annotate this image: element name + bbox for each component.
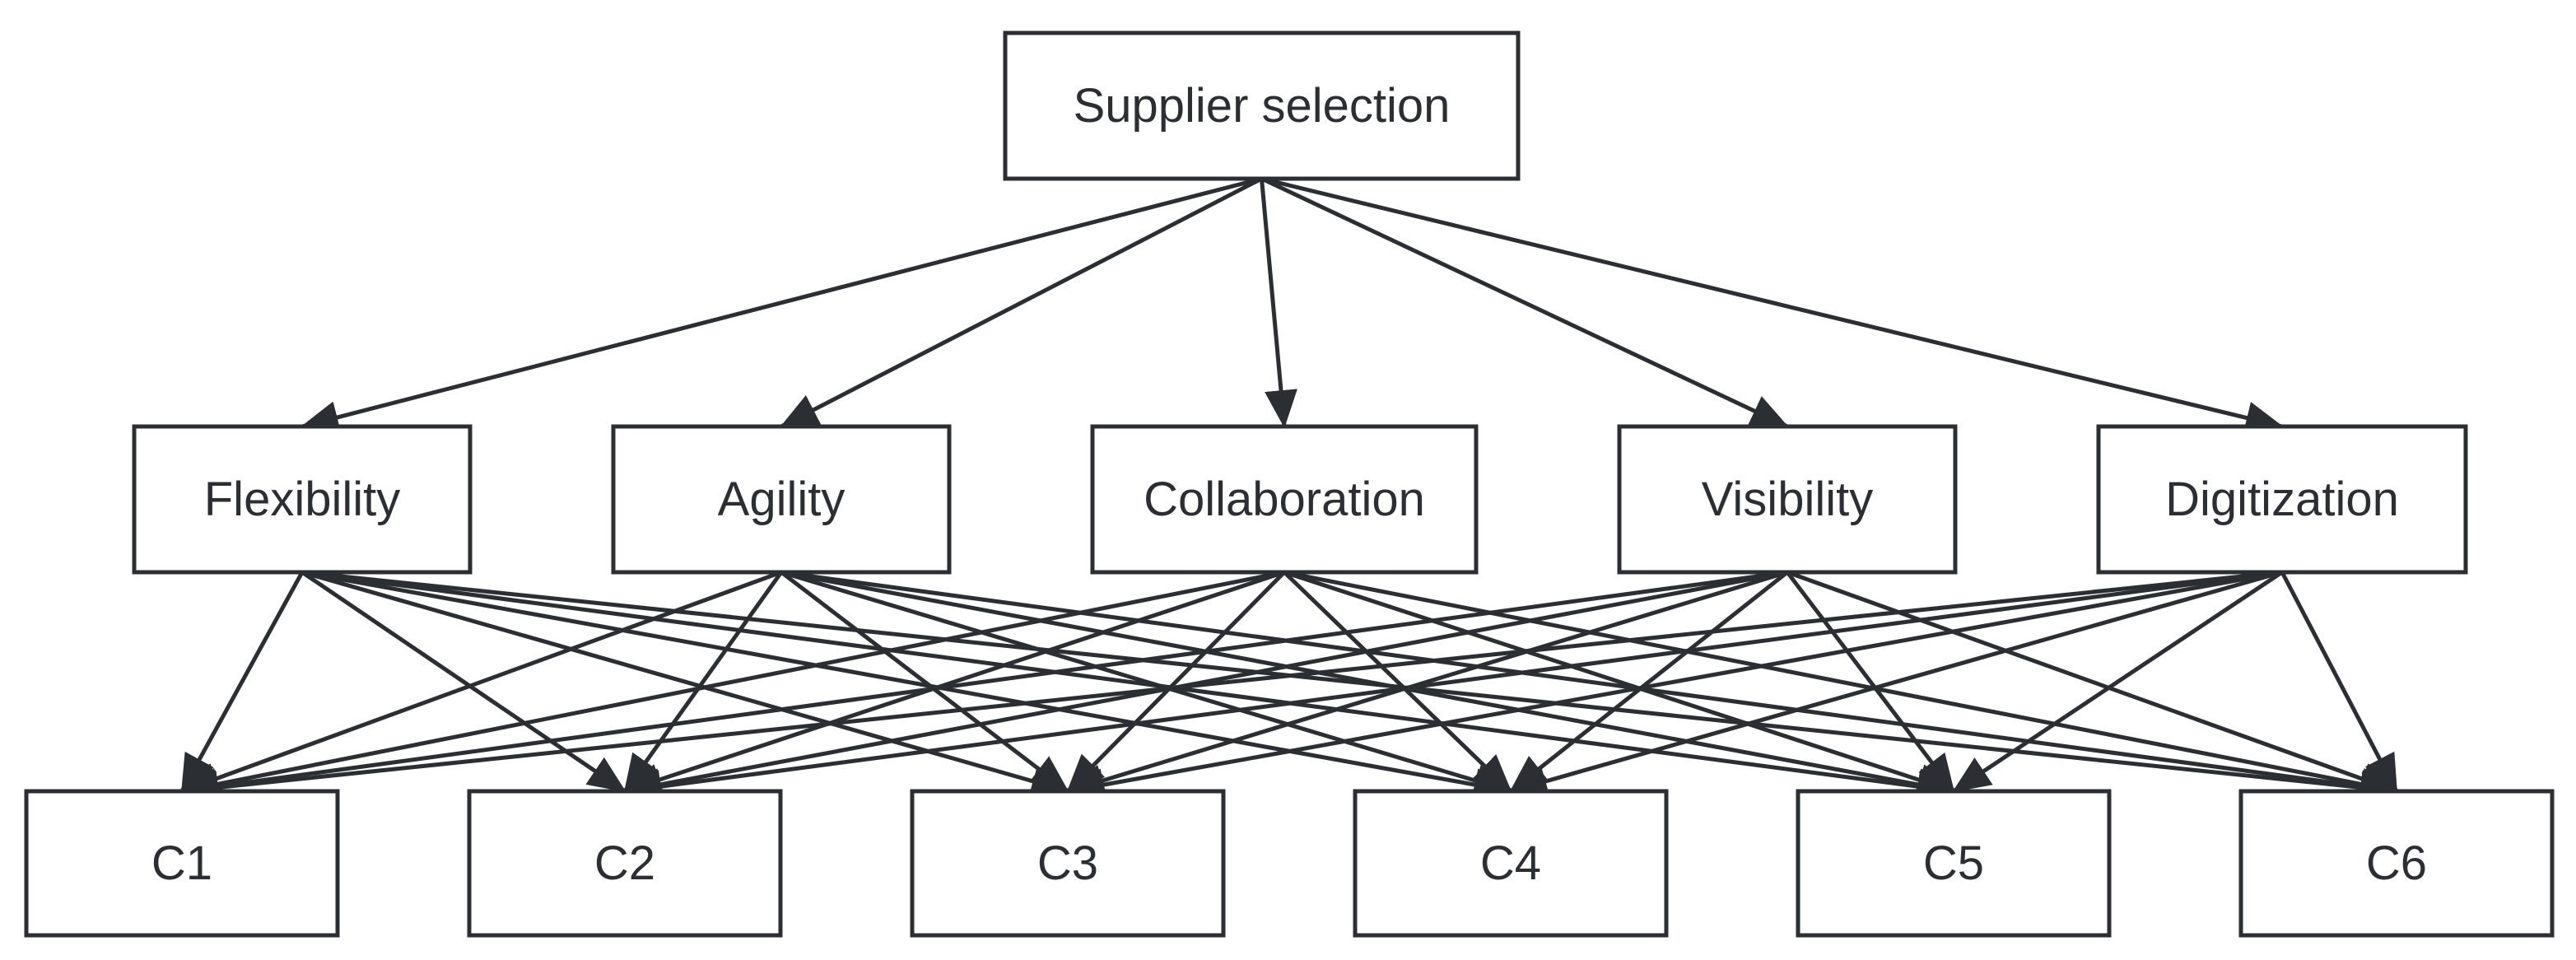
edge-collaboration-to-c4 <box>1283 571 1512 793</box>
edge-collaboration-to-c6 <box>1283 570 2398 801</box>
edge-digitization-to-c1 <box>180 570 2283 804</box>
node-box-digitization <box>2096 424 2468 575</box>
edge-visibility-to-c6 <box>1786 570 2398 795</box>
node-label-c2: C2 <box>594 837 655 890</box>
edge-collaboration-to-c1 <box>180 570 1285 801</box>
edge-agility-to-c5 <box>780 570 1955 801</box>
node-label-c6: C6 <box>2366 837 2427 890</box>
node-box-c6 <box>2238 789 2555 938</box>
edge-flexibility-to-c2 <box>300 570 627 794</box>
edge-goal-to-collaboration <box>1260 178 1297 428</box>
node-c1: C1 <box>24 789 340 938</box>
edge-visibility-to-c5 <box>1786 571 1955 793</box>
node-label-collaboration: Collaboration <box>1144 473 1425 526</box>
node-label-flexibility: Flexibility <box>204 473 401 526</box>
edge-agility-to-c6 <box>780 570 2398 803</box>
edge-agility-to-c3 <box>780 571 1069 793</box>
edge-digitization-to-c3 <box>1066 570 2283 801</box>
node-c4: C4 <box>1353 789 1669 938</box>
node-box-c1 <box>24 789 340 938</box>
edge-agility-to-c2 <box>622 571 784 793</box>
node-c6: C6 <box>2238 789 2555 938</box>
edge-flexibility-to-c3 <box>301 570 1069 798</box>
node-c5: C5 <box>1796 789 2112 938</box>
node-box-c5 <box>1796 789 2112 938</box>
edge-flexibility-to-c1 <box>179 571 305 793</box>
edge-visibility-to-c4 <box>1509 571 1789 793</box>
node-box-agility <box>611 424 952 575</box>
edge-flexibility-to-c5 <box>301 570 1955 804</box>
edge-visibility-to-c2 <box>623 570 1788 801</box>
edge-agility-to-c4 <box>780 570 1512 797</box>
node-agility: Agility <box>611 424 952 575</box>
node-goal: Supplier selection <box>1003 30 1521 181</box>
edge-collaboration-to-c3 <box>1066 571 1286 793</box>
node-box-c4 <box>1353 789 1669 938</box>
node-label-c5: C5 <box>1923 837 1984 890</box>
node-box-c2 <box>467 789 783 938</box>
node-label-c4: C4 <box>1480 837 1541 890</box>
edge-collaboration-to-c5 <box>1283 570 1955 796</box>
node-label-goal: Supplier selection <box>1074 79 1451 133</box>
node-flexibility: Flexibility <box>132 424 473 575</box>
node-label-digitization: Digitization <box>2165 473 2399 526</box>
node-label-agility: Agility <box>718 473 845 526</box>
node-label-c3: C3 <box>1037 837 1098 890</box>
edge-flexibility-to-c6 <box>301 570 2398 804</box>
edge-goal-to-flexibility <box>300 176 1263 434</box>
node-label-c1: C1 <box>151 837 212 890</box>
node-box-goal <box>1003 30 1521 181</box>
node-digitization: Digitization <box>2096 424 2468 575</box>
edge-digitization-to-c6 <box>2280 571 2399 793</box>
node-box-visibility <box>1617 424 1958 575</box>
edge-collaboration-to-c2 <box>623 570 1285 796</box>
edge-goal-to-digitization <box>1260 176 2284 435</box>
edge-visibility-to-c1 <box>180 570 1788 803</box>
edge-visibility-to-c3 <box>1066 570 1788 797</box>
node-label-visibility: Visibility <box>1702 473 1873 526</box>
edge-agility-to-c1 <box>180 570 782 795</box>
edge-goal-to-visibility <box>1260 176 1789 429</box>
edge-digitization-to-c2 <box>623 570 2283 804</box>
node-visibility: Visibility <box>1617 424 1958 575</box>
node-c2: C2 <box>467 789 783 938</box>
edge-digitization-to-c4 <box>1509 570 2283 798</box>
node-box-collaboration <box>1090 424 1479 575</box>
node-box-flexibility <box>132 424 473 575</box>
edges-layer <box>179 176 2399 804</box>
edge-goal-to-agility <box>780 176 1263 429</box>
node-c3: C3 <box>910 789 1226 938</box>
node-collaboration: Collaboration <box>1090 424 1479 575</box>
node-box-c3 <box>910 789 1226 938</box>
edge-digitization-to-c5 <box>1952 570 2284 794</box>
edge-flexibility-to-c4 <box>301 570 1512 801</box>
